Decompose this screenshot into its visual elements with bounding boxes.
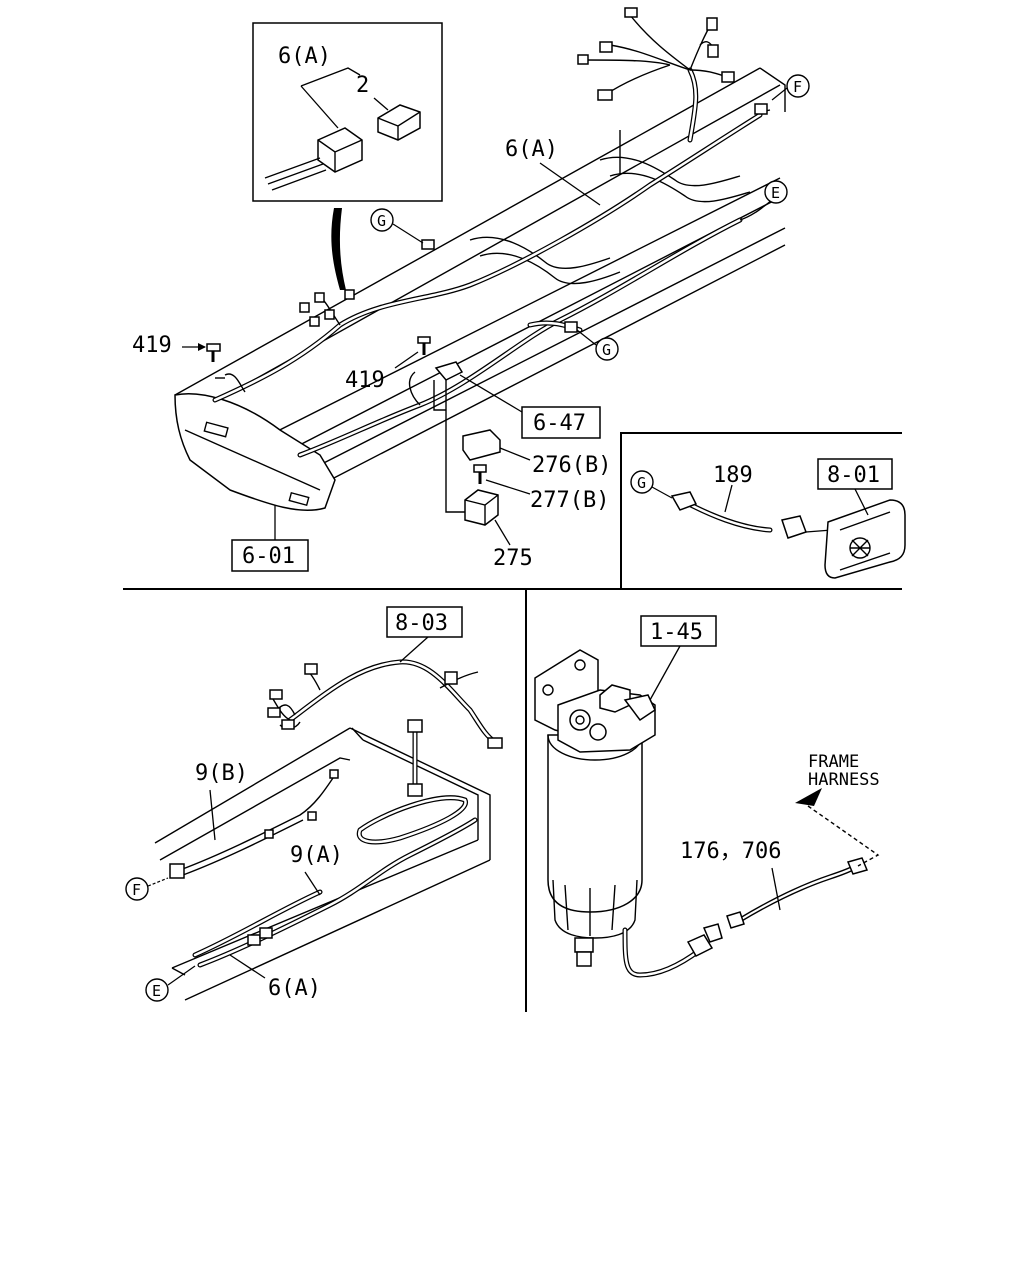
label-top-6a: 6(A): [505, 137, 558, 162]
connector-f-top: F: [771, 74, 810, 101]
label-inset-6a: 6(A): [278, 44, 331, 69]
main-harness-wires: [212, 7, 776, 458]
ref-1-45[interactable]: 1-45: [650, 620, 703, 645]
connector-g-mid: G: [576, 329, 619, 361]
connector-markers: F E G G G F E: [125, 74, 810, 1002]
label-276b: 276(B): [532, 453, 611, 478]
svg-text:F: F: [132, 881, 141, 899]
ref-6-47[interactable]: 6-47: [533, 411, 586, 436]
svg-text:E: E: [771, 184, 780, 202]
label-9a: 9(A): [290, 843, 343, 868]
label-176-706: 176，706: [680, 839, 781, 864]
label-bottom-6a: 6(A): [268, 976, 321, 1001]
svg-text:G: G: [602, 341, 611, 359]
connector-g-right: G: [630, 470, 673, 499]
ref-6-01[interactable]: 6-01: [242, 544, 295, 569]
connector-f-bottom: F: [125, 877, 169, 901]
svg-text:E: E: [152, 982, 161, 1000]
ref-8-01[interactable]: 8-01: [827, 463, 880, 488]
connector-inset: [252, 22, 443, 202]
label-frame-harness-1: FRAME: [808, 752, 859, 772]
label-277b: 277(B): [530, 488, 609, 513]
inset-pointer: [331, 208, 346, 290]
label-189: 189: [713, 463, 753, 488]
label-frame-harness-2: HARNESS: [808, 770, 880, 790]
label-275: 275: [493, 546, 533, 571]
relay-bracket-parts: [433, 361, 531, 546]
svg-text:G: G: [377, 212, 386, 230]
bolt-419-left: [182, 343, 221, 362]
label-419-left: 419: [132, 333, 172, 358]
rear-frame-section: [154, 636, 503, 1001]
connector-e-bottom: E: [145, 965, 196, 1002]
boxed-references: 6-47 6-01 8-01 8-03 1-45: [231, 406, 893, 647]
chassis-frame: [174, 67, 786, 540]
ref-8-03[interactable]: 8-03: [395, 611, 448, 636]
fuel-filter-assembly: [534, 645, 880, 978]
label-9b: 9(B): [195, 761, 248, 786]
svg-text:G: G: [637, 474, 646, 492]
side-marker-lamp: [670, 484, 906, 579]
panel-dividers: [123, 432, 902, 1012]
connector-e-top: E: [764, 180, 788, 204]
svg-text:F: F: [793, 78, 802, 96]
bolt-419-mid: [394, 336, 431, 369]
connector-g-top: G: [370, 208, 424, 244]
label-inset-2: 2: [356, 73, 369, 98]
callout-labels: 6(A) 2 6(A) 419 419 276(B) 277(B) 275 18…: [132, 44, 880, 1001]
label-419-mid: 419: [345, 368, 385, 393]
